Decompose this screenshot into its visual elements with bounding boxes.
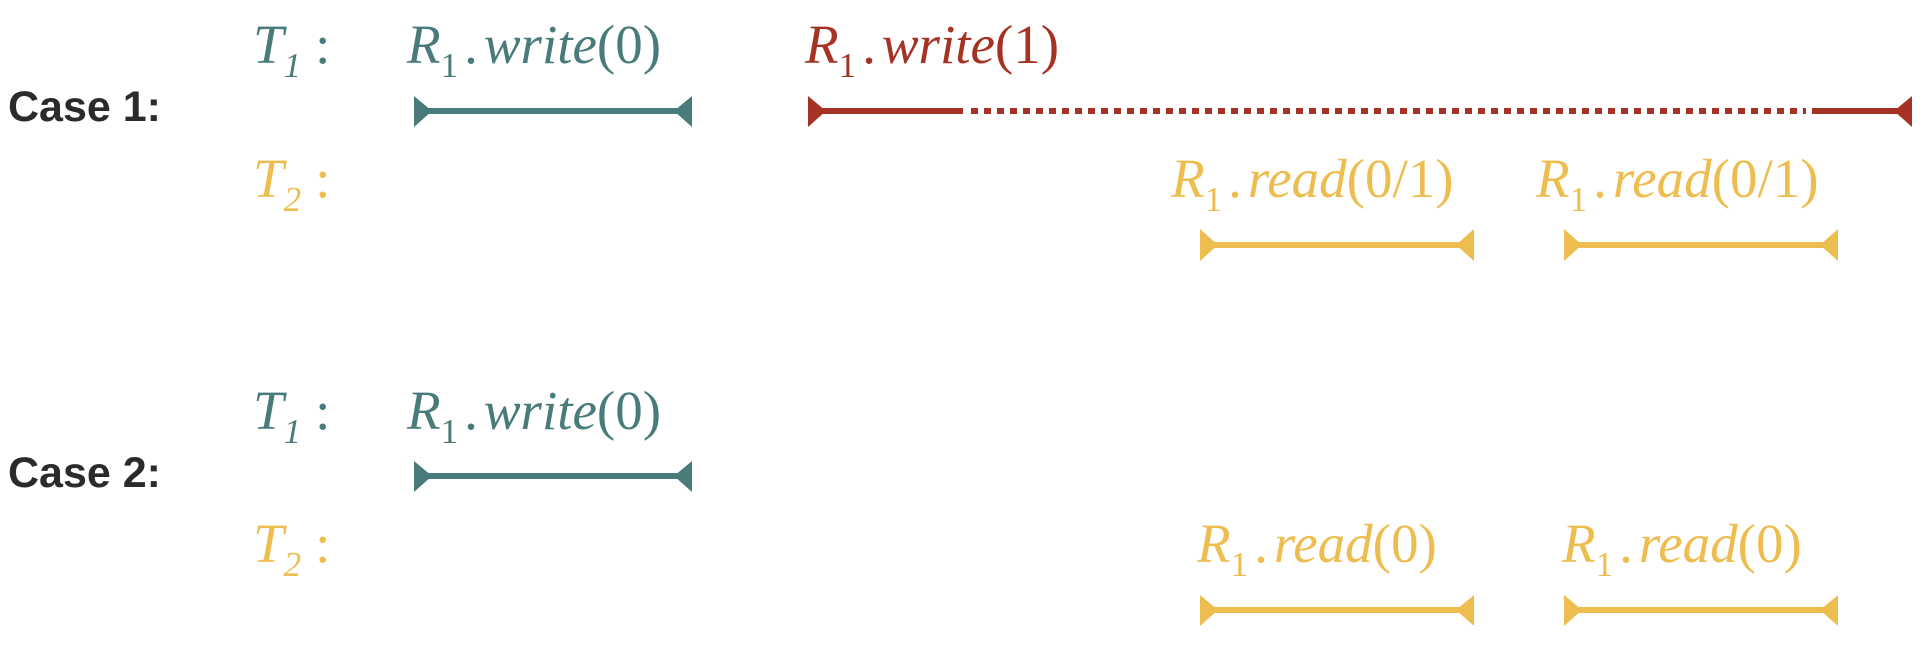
case-2-label: Case 2: — [8, 449, 161, 497]
interval-bar — [1564, 229, 1838, 261]
interval-bar — [1200, 229, 1474, 261]
case-2-op-read-1: R1.read(0) — [1196, 513, 1474, 626]
interval-bar — [808, 96, 1912, 127]
interval-bar — [1564, 595, 1838, 626]
case-1: Case 1: T1: R1.write(0) R1.write(1) — [8, 14, 1912, 261]
op-label: R1.read(0) — [1196, 513, 1437, 584]
case-2-thread-t2-label: T2: — [253, 513, 330, 584]
interval-bar — [414, 96, 692, 127]
case-1-thread-t2-label: T2: — [253, 148, 330, 219]
op-label: R1.read(0/1) — [1535, 148, 1819, 219]
op-label: R1.write(0) — [406, 380, 661, 451]
interval-bar — [414, 461, 692, 492]
case-2-op-write-0: R1.write(0) — [406, 380, 692, 492]
op-label: R1.read(0/1) — [1170, 148, 1454, 219]
op-label: R1.write(0) — [406, 14, 661, 85]
case-1-op-write-1: R1.write(1) — [804, 14, 1912, 127]
op-label: R1.write(1) — [804, 14, 1059, 85]
case-1-op-read-2: R1.read(0/1) — [1535, 148, 1838, 261]
case-1-thread-t1-label: T1: — [253, 14, 330, 85]
case-1-op-write-0: R1.write(0) — [406, 14, 692, 127]
case-2: Case 2: T1: R1.write(0) T2: R1.read(0) — [8, 380, 1838, 626]
case-2-op-read-2: R1.read(0) — [1561, 513, 1838, 626]
case-1-label: Case 1: — [8, 83, 161, 131]
case-1-op-read-1: R1.read(0/1) — [1170, 148, 1474, 261]
interval-bar — [1200, 595, 1474, 626]
op-label: R1.read(0) — [1561, 513, 1802, 584]
case-2-thread-t1-label: T1: — [253, 380, 330, 451]
